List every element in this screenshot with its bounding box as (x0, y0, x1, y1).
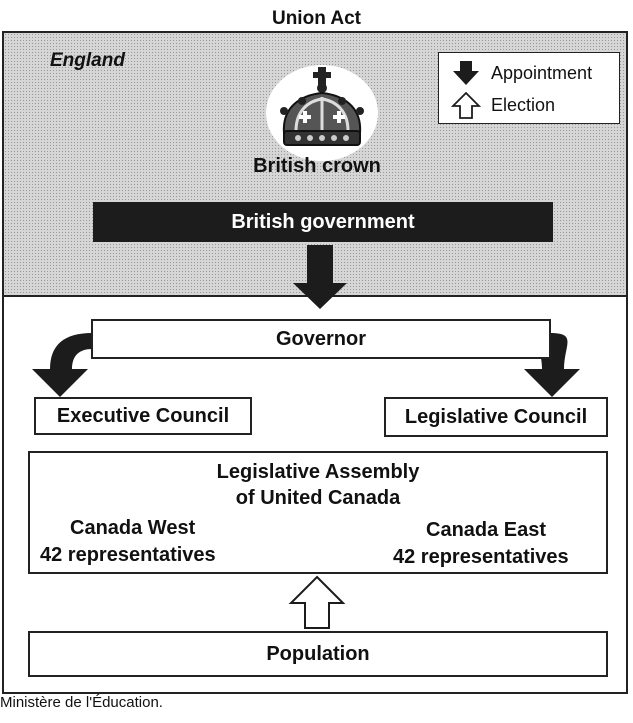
england-label: England (50, 50, 125, 71)
election-arrow-icon (451, 92, 481, 119)
appointment-arrow-icon (293, 245, 347, 309)
england-region: England Appointment Election (4, 33, 626, 297)
canada-east-reps: 42 representatives (393, 546, 569, 568)
canada-east-name: Canada East (426, 519, 547, 541)
crown-label: British crown (253, 155, 381, 177)
legislative-council-box: Legislative Council (384, 397, 608, 437)
assembly-title-line2: of United Canada (235, 487, 401, 509)
appointment-arrows (32, 245, 580, 629)
appointment-arrow-icon (32, 333, 92, 397)
canada-west-reps: 42 representatives (40, 544, 216, 566)
canada-west-name: Canada West (70, 517, 196, 539)
legend-election: Election (439, 89, 619, 121)
population-box: Population (28, 631, 608, 677)
election-arrow-icon (288, 575, 346, 629)
legend-election-label: Election (491, 95, 556, 115)
executive-council-box: Executive Council (34, 397, 252, 435)
source-credit: Ministère de l'Éducation. (0, 694, 163, 711)
governor-box: Governor (91, 319, 551, 359)
diagram-frame: England Appointment Election (2, 31, 628, 694)
legend-appointment: Appointment (439, 57, 619, 89)
appointment-arrow-icon (453, 61, 479, 85)
legend: Appointment Election (438, 52, 620, 124)
assembly-title-line1: Legislative Assembly (216, 461, 420, 483)
crown-icon (262, 61, 382, 161)
legislative-assembly-box: Legislative Assembly of United Canada Ca… (28, 451, 608, 574)
british-government-box: British government (93, 202, 553, 242)
legend-appointment-label: Appointment (491, 63, 593, 83)
appointment-arrow-icon (524, 333, 580, 397)
canada-west: Canada West (70, 515, 195, 542)
diagram-title: Union Act (271, 8, 361, 29)
